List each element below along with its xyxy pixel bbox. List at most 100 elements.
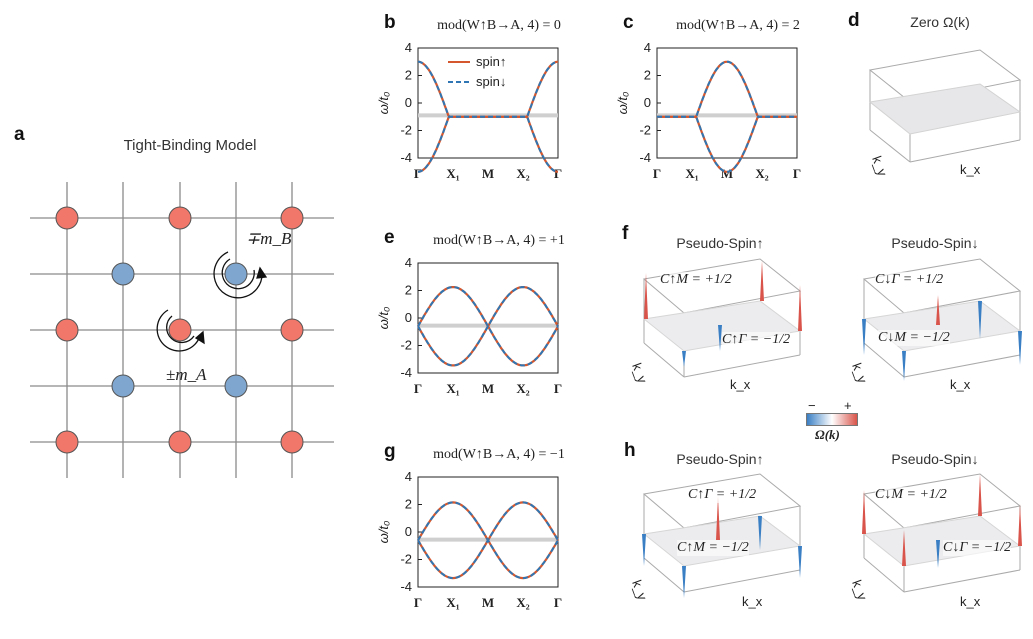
panel-a-title: Tight-Binding Model bbox=[123, 137, 257, 154]
y-tick-label: 0 bbox=[644, 95, 651, 110]
k-tick-label: Γ bbox=[414, 595, 422, 610]
y-tick-label: 2 bbox=[405, 497, 412, 512]
k-tick-label: X₂ bbox=[516, 381, 529, 396]
y-tick-label: -4 bbox=[400, 365, 412, 380]
panel-h-right-surface: k_x k_y bbox=[850, 473, 1022, 609]
panel-f-label: f bbox=[622, 223, 629, 244]
panel-f-right-ky: k_y bbox=[850, 361, 870, 386]
spin-up-band bbox=[657, 115, 797, 173]
panel-h-right-title: Pseudo-Spin↓ bbox=[891, 451, 979, 467]
panel-f-left-ky: k_y bbox=[630, 361, 650, 386]
site-b bbox=[224, 374, 248, 398]
spin-down-band bbox=[417, 538, 559, 580]
site-a bbox=[55, 430, 79, 454]
k-tick-label: X₂ bbox=[516, 166, 529, 181]
panel-e-title: mod(W↑B→A, 4) = +1 bbox=[433, 233, 565, 248]
y-tick-label: -4 bbox=[400, 150, 412, 165]
circulation-arrow-a bbox=[156, 309, 205, 352]
panel-a-label: a bbox=[14, 124, 25, 145]
panel-g-label: g bbox=[384, 441, 396, 462]
panel-f-left-surface: k_x k_y bbox=[630, 258, 802, 392]
y-tick-label: 0 bbox=[405, 310, 412, 325]
panel-f-left-annotation-2: C↑Γ = −1/2 bbox=[722, 332, 791, 348]
spin-down-band bbox=[417, 115, 559, 173]
k-tick-label: X₁ bbox=[446, 381, 459, 396]
y-axis-label: ω/t₀ bbox=[376, 520, 391, 543]
panel-f-right-title: Pseudo-Spin↓ bbox=[891, 235, 979, 251]
y-tick-label: 2 bbox=[405, 283, 412, 298]
sublattice-b-sites bbox=[111, 262, 248, 398]
spin-up-band bbox=[417, 501, 559, 543]
y-axis-label: ω/t₀ bbox=[376, 306, 391, 329]
site-a bbox=[168, 318, 192, 342]
panel-d-label: d bbox=[848, 10, 860, 31]
mass-a-label: ±m_A bbox=[166, 365, 207, 384]
panel-f-right-annotation-2: C↓M = −1/2 bbox=[878, 330, 950, 346]
y-tick-label: 4 bbox=[644, 40, 651, 55]
panel-c-label: c bbox=[623, 12, 634, 33]
k-tick-label: Γ bbox=[554, 166, 562, 181]
panel-h-left-annotation-1: C↑Γ = +1/2 bbox=[688, 487, 757, 503]
spin-down-band bbox=[417, 286, 559, 329]
y-tick-label: -2 bbox=[400, 552, 412, 567]
k-tick-label: M bbox=[482, 381, 494, 396]
panel-f-right-kx: k_x bbox=[950, 377, 971, 392]
circulation-arrow-b bbox=[213, 251, 268, 299]
panel-h-label: h bbox=[624, 440, 636, 461]
site-a bbox=[55, 206, 79, 230]
panel-f-right-annotation-1: C↓Γ = +1/2 bbox=[875, 272, 944, 288]
panel-h-right-annotation-1: C↓M = +1/2 bbox=[875, 487, 947, 503]
y-axis-label: ω/t₀ bbox=[615, 91, 630, 114]
k-tick-label: Γ bbox=[653, 166, 661, 181]
k-tick-label: X₂ bbox=[755, 166, 768, 181]
y-tick-label: 2 bbox=[644, 68, 651, 83]
k-tick-label: X₁ bbox=[685, 166, 698, 181]
plot-frame bbox=[656, 47, 798, 159]
site-a bbox=[55, 318, 79, 342]
panel-d-surface: k_x k_y bbox=[868, 49, 1022, 179]
k-tick-label: X₁ bbox=[446, 166, 459, 181]
spin-up-band bbox=[417, 285, 559, 329]
site-b bbox=[111, 374, 135, 398]
panel-f-left-annotation-1: C↑M = +1/2 bbox=[660, 272, 732, 288]
panel-d-title: Zero Ω(k) bbox=[910, 14, 970, 30]
spin-down-band bbox=[418, 60, 558, 118]
panel-b-title: mod(W↑B→A, 4) = 0 bbox=[437, 18, 561, 33]
panel-h-right-kx: k_x bbox=[960, 594, 981, 609]
k-tick-label: Γ bbox=[414, 381, 422, 396]
panel-h-left-kx: k_x bbox=[742, 594, 763, 609]
legend-label: spin↓ bbox=[476, 74, 506, 89]
y-tick-label: -4 bbox=[639, 150, 651, 165]
colorbar-plus: + bbox=[844, 398, 852, 413]
y-tick-label: -2 bbox=[400, 123, 412, 138]
panel-h-right-annotation-2: C↓Γ = −1/2 bbox=[943, 540, 1012, 556]
spin-up-band bbox=[657, 60, 797, 118]
panel-d-kx-label: k_x bbox=[960, 162, 981, 177]
spin-down-band bbox=[417, 324, 559, 367]
colorbar-minus: − bbox=[808, 398, 816, 413]
spin-down-band bbox=[657, 115, 797, 173]
k-tick-label: X₁ bbox=[446, 595, 459, 610]
panel-h-left-title: Pseudo-Spin↑ bbox=[676, 451, 764, 467]
y-axis-label: ω/t₀ bbox=[376, 91, 391, 114]
panel-g-title: mod(W↑B→A, 4) = −1 bbox=[433, 447, 565, 462]
site-a bbox=[280, 430, 304, 454]
sublattice-a-sites bbox=[55, 206, 304, 454]
panel-h-left-ky: k_y bbox=[630, 578, 650, 603]
y-tick-label: 4 bbox=[405, 469, 412, 484]
panel-d-ky-label: k_y bbox=[869, 154, 890, 179]
k-tick-label: Γ bbox=[554, 381, 562, 396]
mass-b-label: ∓m_B bbox=[246, 229, 292, 248]
k-tick-label: M bbox=[721, 166, 733, 181]
panel-h-right-ky: k_y bbox=[850, 578, 870, 603]
site-b bbox=[224, 262, 248, 286]
k-tick-label: Γ bbox=[793, 166, 801, 181]
y-tick-label: 4 bbox=[405, 255, 412, 270]
spin-down-band bbox=[657, 60, 797, 118]
panel-b-label: b bbox=[384, 12, 396, 33]
colorbar bbox=[806, 413, 858, 426]
k-tick-label: M bbox=[482, 595, 494, 610]
